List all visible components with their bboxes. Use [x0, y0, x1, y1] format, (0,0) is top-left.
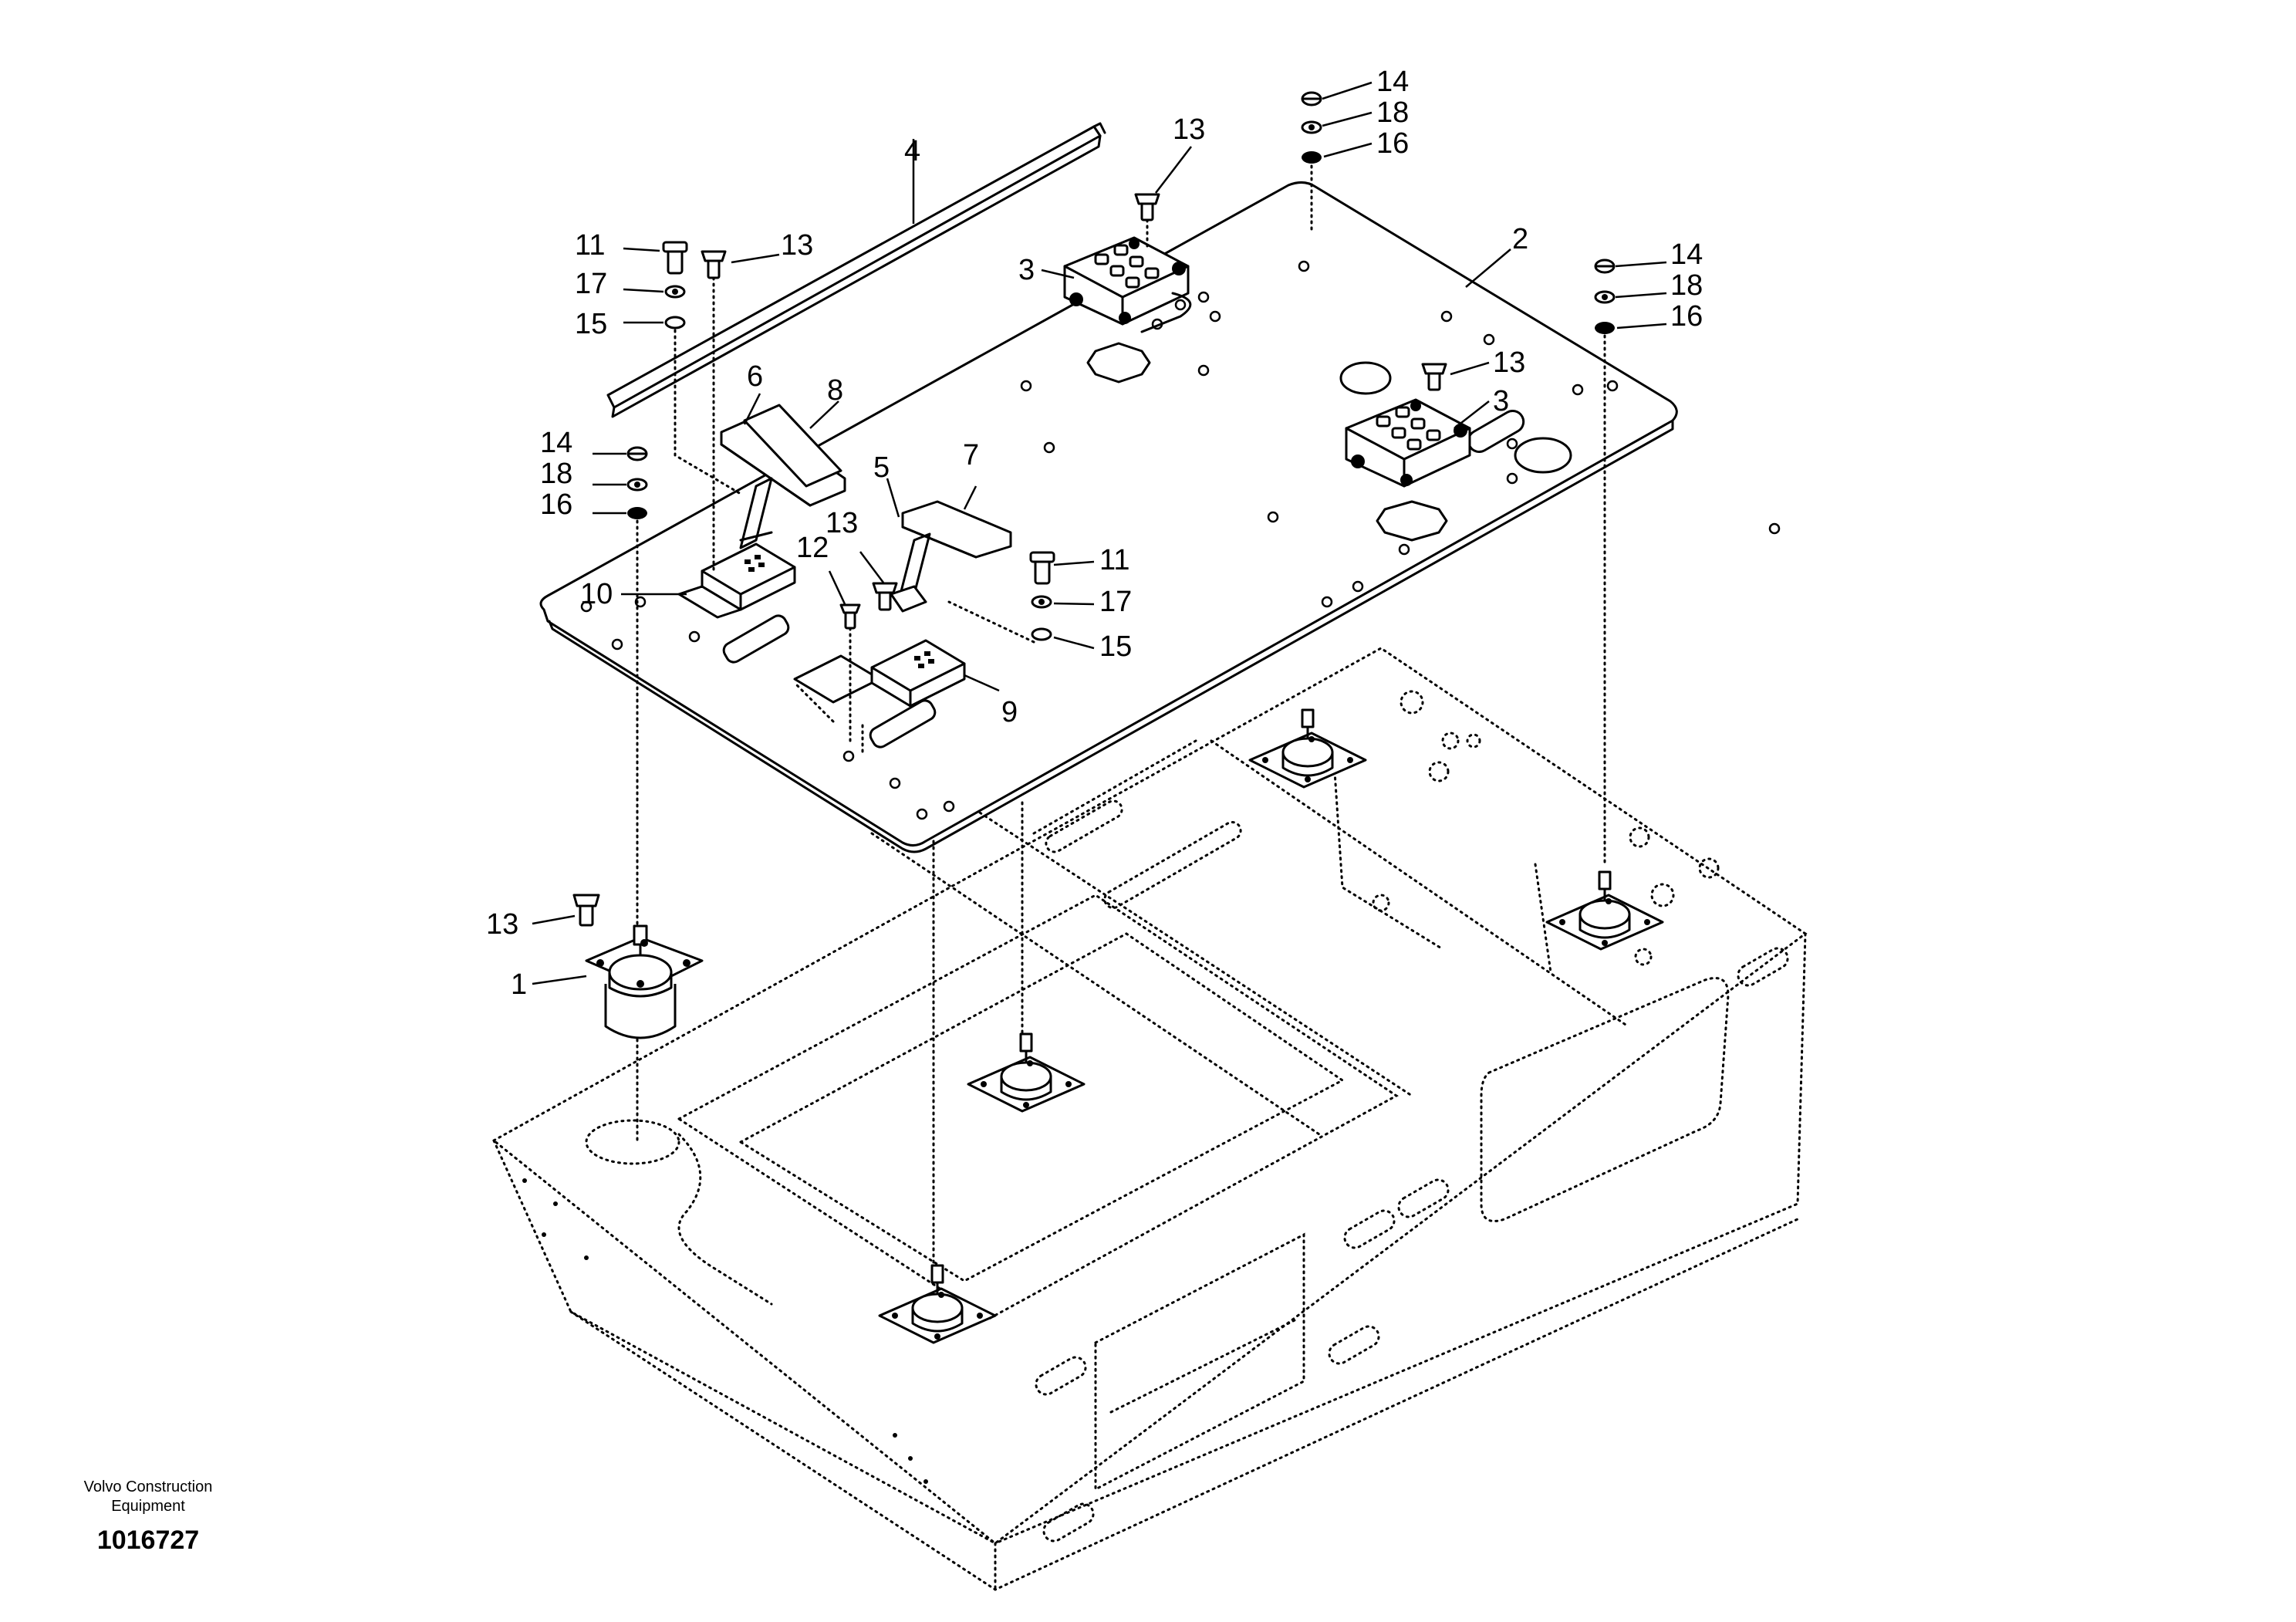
company-name-line1: Volvo Construction — [84, 1478, 213, 1495]
callout-13: 13 — [826, 507, 858, 539]
cab-mount-rear-left — [1248, 708, 1367, 789]
callout-8: 8 — [827, 374, 843, 407]
control-valve-2 — [1345, 398, 1471, 488]
cab-frame — [491, 647, 1808, 1591]
leader-lines — [532, 81, 1667, 985]
callout-labels: 14 18 16 13 2 3 14 18 16 13 3 4 11 13 17… — [486, 66, 1703, 1001]
callout-16: 16 — [540, 488, 572, 521]
pedal-right — [890, 500, 1012, 613]
callout-13: 13 — [781, 229, 813, 262]
callout-18: 18 — [540, 458, 572, 490]
callout-11: 11 — [575, 229, 605, 262]
company-name-line2: Equipment — [111, 1498, 185, 1515]
pedal-left — [720, 404, 846, 549]
callout-16: 16 — [1670, 300, 1703, 333]
callout-4: 4 — [904, 135, 920, 167]
cab-mount-front-left — [878, 1264, 997, 1344]
callout-13: 13 — [486, 908, 518, 941]
callout-11: 11 — [1099, 544, 1129, 576]
callout-18: 18 — [1376, 96, 1409, 129]
callout-18: 18 — [1670, 269, 1703, 302]
pedal-bracket-left — [677, 542, 796, 619]
fastener-stack-center — [947, 551, 1055, 644]
callout-12: 12 — [796, 532, 829, 564]
fastener-stack-right — [1594, 259, 1616, 866]
cab-mount-rear-right — [1545, 870, 1664, 951]
alignment-lines — [793, 681, 1024, 1267]
fastener-stack-rear — [1301, 91, 1322, 233]
callout-14: 14 — [540, 427, 572, 459]
callout-15: 15 — [1099, 630, 1132, 663]
pedal-bracket-right — [870, 639, 966, 708]
callout-10: 10 — [580, 578, 613, 610]
callout-14: 14 — [1376, 66, 1409, 98]
bolts — [572, 193, 1447, 927]
control-valve-1 — [1063, 236, 1192, 333]
fastener-stack-top-left — [662, 241, 742, 495]
callout-16: 16 — [1376, 127, 1409, 160]
callout-6: 6 — [747, 360, 763, 393]
callout-13: 13 — [1493, 346, 1525, 379]
callout-7: 7 — [963, 439, 979, 471]
callout-1: 1 — [511, 968, 527, 1001]
callout-17: 17 — [575, 268, 607, 300]
callout-17: 17 — [1099, 586, 1132, 618]
callout-13: 13 — [1173, 113, 1205, 146]
callout-3: 3 — [1018, 254, 1035, 286]
drawing-number: 1016727 — [97, 1526, 199, 1555]
callout-15: 15 — [575, 308, 607, 340]
callout-14: 14 — [1670, 238, 1703, 271]
footer-block: Volvo Construction Equipment 1016727 — [84, 1478, 213, 1555]
cab-mount-exploded — [585, 924, 704, 1039]
cab-mount-front-right — [967, 1032, 1086, 1113]
callout-2: 2 — [1512, 223, 1528, 255]
callout-9: 9 — [1001, 696, 1018, 728]
callout-5: 5 — [873, 451, 890, 484]
rubber-strip — [606, 122, 1106, 418]
callout-3: 3 — [1493, 385, 1509, 417]
